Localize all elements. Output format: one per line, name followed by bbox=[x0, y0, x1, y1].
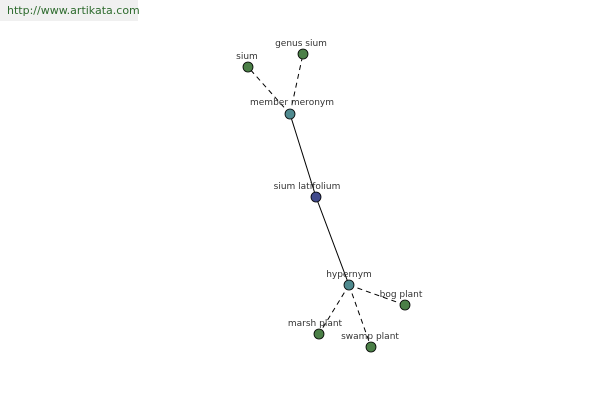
labels-layer: sium latifolium member meronym hypernym siu… bbox=[236, 39, 423, 342]
node-label-sium-latifolium[interactable]: sium latifolium bbox=[274, 182, 341, 192]
node-label-member-meronym[interactable]: member meronym bbox=[250, 98, 334, 108]
node-bog-plant[interactable] bbox=[399, 299, 411, 311]
node-label-bog-plant[interactable]: bog plant bbox=[380, 290, 423, 300]
node-label-genus-sium[interactable]: genus sium bbox=[275, 39, 327, 49]
nodes-layer bbox=[242, 48, 411, 353]
edge-sium-latifolium-to-member-meronym bbox=[289, 113, 317, 198]
node-swamp-plant[interactable] bbox=[365, 341, 377, 353]
edge-member-meronym-to-sium bbox=[247, 66, 291, 115]
node-member-meronym[interactable] bbox=[284, 108, 296, 120]
node-sium[interactable] bbox=[242, 61, 254, 73]
edge-sium-latifolium-to-hypernym bbox=[315, 196, 350, 286]
edge-hypernym-to-marsh-plant bbox=[318, 284, 350, 335]
edge-member-meronym-to-genus-sium bbox=[289, 53, 304, 115]
node-label-marsh-plant[interactable]: marsh plant bbox=[288, 319, 343, 329]
edges-layer bbox=[247, 53, 406, 348]
node-label-swamp-plant[interactable]: swamp plant bbox=[341, 332, 399, 342]
edge-hypernym-to-swamp-plant bbox=[348, 284, 372, 348]
edge-hypernym-to-bog-plant bbox=[348, 284, 406, 306]
node-genus-sium[interactable] bbox=[297, 48, 309, 60]
watermark-url: http://www.artikata.com bbox=[0, 0, 140, 21]
node-label-sium[interactable]: sium bbox=[236, 52, 258, 62]
node-marsh-plant[interactable] bbox=[313, 328, 325, 340]
node-label-hypernym[interactable]: hypernym bbox=[326, 270, 372, 280]
node-hypernym[interactable] bbox=[343, 279, 355, 291]
node-sium-latifolium[interactable] bbox=[310, 191, 322, 203]
